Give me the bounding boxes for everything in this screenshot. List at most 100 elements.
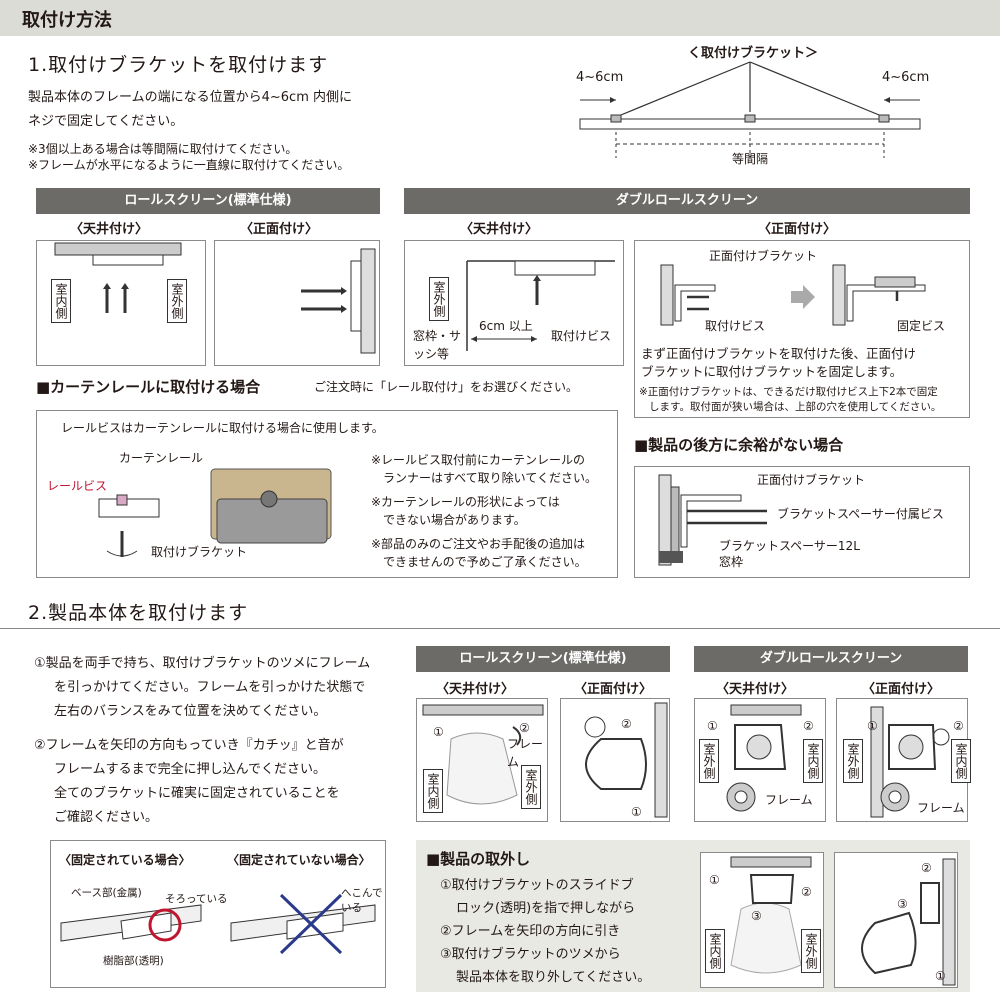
double-front-drawing	[660, 264, 926, 326]
rail-note1b: ランナーはすべて取り除いてください。	[383, 471, 597, 485]
roll-front-drawing	[301, 248, 376, 354]
fix-screw-label: 固定ビス	[897, 319, 946, 333]
fix-check-panel: 〈固定されている場合〉 〈固定されていない場合〉 ベース部(金属) そろっている…	[50, 840, 386, 988]
nospace-drawing	[658, 474, 767, 566]
step2-rc-frame: フレーム	[507, 737, 544, 769]
right-distance-label: 4~6cm	[882, 70, 930, 85]
step2-df-num2: ②	[953, 719, 964, 733]
removal-ceiling-drawing	[730, 856, 812, 974]
double-front-label: 〈正面付け〉	[758, 222, 837, 237]
step2-rf-num2: ②	[621, 717, 632, 731]
step2-double-ceiling-drawing	[726, 704, 802, 812]
fixed-label: 〈固定されている場合〉	[59, 853, 191, 867]
removal-front-panel: ② ③ ①	[834, 852, 958, 988]
removal-f-num2: ②	[921, 861, 932, 875]
bracket-position-diagram: く取付けブラケット＞ 4~6cm 4~6cm 等間隔	[560, 40, 960, 170]
step2-roll-front-drawing	[584, 702, 668, 818]
rail-bracket-label: 取付けブラケット	[151, 545, 248, 559]
removal-panel: ■製品の取外し ①取付けブラケットのスライドブ ロック(透明)を指で押しながら …	[416, 840, 970, 992]
step2-rc-num2: ②	[519, 721, 530, 735]
step2-double-ceiling-panel: ① ② 室外側 室内側 フレーム	[694, 698, 826, 822]
step2-df-inside: 室内側	[951, 739, 971, 783]
front-bracket-label: 正面付けブラケット	[709, 249, 818, 263]
step2-double-front-panel: ① ② 室外側 室内側 フレーム	[836, 698, 971, 822]
front-note-line1: まず正面付けブラケットを取付けた後、正面付け	[641, 346, 917, 361]
step1-desc-line2: ネジで固定してください。	[28, 114, 184, 129]
removal-c-num1: ①	[709, 873, 720, 887]
fix-check-drawing	[60, 893, 376, 955]
dented-label: へこんでいる	[341, 887, 383, 914]
double-ceiling-panel: 室外側 窓枠・サッシ等 6cm 以上 取付けビス	[404, 240, 624, 366]
step2-divider	[0, 628, 1000, 629]
left-distance-label: 4~6cm	[576, 70, 624, 85]
front-screw-label: 取付けビス	[705, 319, 766, 333]
curtain-rail-label: カーテンレール	[119, 451, 204, 465]
step2-df-outside: 室外側	[843, 739, 863, 783]
rail-note1a: ※レールビス取付前にカーテンレールの	[371, 453, 586, 467]
step2-df-num1: ①	[867, 719, 878, 733]
double-ceiling-screw-label: 取付けビス	[551, 329, 612, 343]
step2-dc-num2: ②	[803, 719, 814, 733]
roll-front-label: 〈正面付け〉	[240, 222, 319, 237]
double-ceiling-label: 〈天井付け〉	[460, 222, 539, 237]
step2-rc-outside: 室外側	[521, 765, 541, 809]
double-roll-bar: ダブルロールスクリーン	[404, 188, 970, 214]
removal-f-num1: ①	[935, 969, 946, 983]
removal-c-num2: ②	[801, 885, 812, 899]
step2-roll-ceiling-panel: ① ② フレーム 室内側 室外側	[416, 698, 548, 822]
step2-rc-inside: 室内側	[423, 769, 443, 813]
step1-title: 1.取付けブラケットを取付けます	[28, 54, 329, 76]
rail-note3a: ※部品のみのご注文やお手配後の追加は	[371, 537, 586, 551]
nospace-heading: ■製品の後方に余裕がない場合	[634, 436, 844, 454]
double-ceiling-outside-label: 室外側	[429, 277, 449, 321]
step1-note1: ※3個以上ある場合は等間隔に取付けてください。	[28, 142, 298, 156]
sash-label: 窓枠・サッシ等	[413, 329, 462, 361]
front-small-note-line1: ※正面付けブラケットは、できるだけ取付けビス上下2本で固定	[639, 386, 938, 398]
step2-p2c: 全てのブラケットに確実に固定されていることを	[54, 786, 340, 801]
removal-f-num3: ③	[897, 897, 908, 911]
rail-note2b: できない場合があります。	[383, 513, 526, 527]
page-header: 取付け方法	[0, 0, 1000, 36]
roll-front-panel	[214, 240, 380, 366]
spacer-label: ブラケットスペーサー12L	[719, 539, 860, 553]
bracket-diagram-title: く取付けブラケット＞	[688, 46, 819, 61]
rail-intro: レールビスはカーテンレールに取付ける場合に使用します。	[61, 421, 384, 435]
step2-dc-outside: 室外側	[699, 739, 719, 783]
front-note-line2: ブラケットに取付けブラケットを固定します。	[641, 364, 903, 379]
front-small-note-line2: します。取付面が狭い場合は、上部の穴を使用してください。	[649, 401, 942, 413]
step2-rf-num1: ①	[631, 805, 642, 819]
rail-heading: ■カーテンレールに取付ける場合	[36, 378, 261, 396]
nospace-panel: 正面付けブラケット ブラケットスペーサー付属ビス ブラケットスペーサー12L 窓…	[634, 466, 970, 578]
removal-front-drawing	[861, 858, 956, 986]
page-title: 取付け方法	[22, 10, 112, 31]
min-distance-label: 6cm 以上	[479, 319, 533, 333]
double-front-panel: 正面付けブラケット 取付けビス 固定ビス まず正面付けブラケットを取付けた後、正…	[634, 240, 970, 418]
roll-ceiling-panel: 室内側 室外側	[36, 240, 206, 366]
window-frame-label: 窓枠	[719, 555, 744, 569]
roll-ceiling-outside-label: 室外側	[167, 279, 187, 323]
aligned-label: そろっている	[165, 893, 228, 905]
removal-s2: ②フレームを矢印の方向に引き	[440, 924, 621, 939]
removal-s3a: ③取付けブラケットのツメから	[440, 947, 621, 962]
removal-c-num3: ③	[751, 909, 762, 923]
equal-spacing-label: 等間隔	[732, 152, 769, 166]
resin-label: 樹脂部(透明)	[103, 955, 164, 967]
nospace-bracket-label: 正面付けブラケット	[757, 473, 866, 487]
step2-roll-bar: ロールスクリーン(標準仕様)	[416, 646, 670, 672]
step2-rc-num1: ①	[433, 725, 444, 739]
rail-note3b: できませんので予めご了承ください。	[383, 555, 587, 569]
roll-ceiling-inside-label: 室内側	[51, 279, 71, 323]
double-ceiling-drawing	[466, 260, 615, 351]
rail-note2a: ※カーテンレールの形状によっては	[371, 495, 560, 509]
step2-p1b: を引っかけてください。フレームを引っかけた状態で	[54, 680, 366, 695]
step2-double-front-label: 〈正面付け〉	[862, 682, 941, 697]
step2-p1a: ①製品を両手で持ち、取付けブラケットのツメにフレーム	[34, 656, 371, 671]
removal-ceiling-panel: ① ② ③ 室内側 室外側	[700, 852, 824, 988]
roll-screen-bar: ロールスクリーン(標準仕様)	[36, 188, 380, 214]
step2-p2b: フレームするまで完全に押し込んでください。	[54, 762, 326, 777]
bracket-position-drawing	[579, 61, 921, 158]
rail-drawing	[98, 468, 332, 557]
removal-s1b: ロック(透明)を指で押しながら	[456, 901, 636, 916]
roll-ceiling-drawing	[54, 242, 182, 313]
removal-heading: ■製品の取外し	[426, 850, 531, 868]
